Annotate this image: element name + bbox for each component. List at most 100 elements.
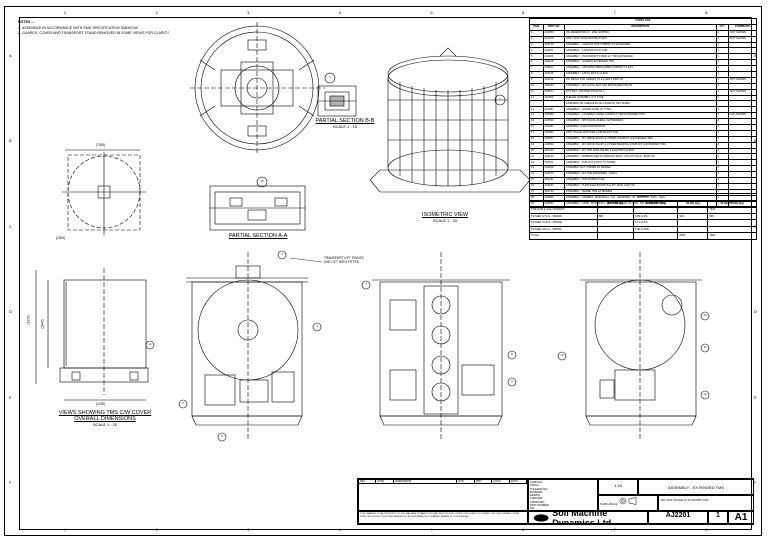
parts-cell: 1	[715, 171, 729, 179]
revision-column-header: DRN	[475, 480, 493, 483]
zone-row-D: D	[9, 309, 12, 315]
do-not-scale-note: DO NOT SCALE IF IN DOUBT ASK	[661, 498, 709, 502]
drawing-number: AJ2201	[665, 512, 691, 519]
overall-dimensions-view	[35, 268, 155, 401]
title-block-label: N/A	[530, 507, 535, 511]
drawing-title: ASSEMBLY - EXTENDED TMS	[667, 485, 724, 490]
section-aa-caption: PARTIAL SECTION A-A	[208, 233, 308, 239]
zone-column-4: 4	[338, 527, 341, 532]
drawing-title-cell: ASSEMBLY - EXTENDED TMS	[638, 479, 754, 495]
parts-cell: 1	[715, 53, 729, 61]
parts-cell: 1	[715, 159, 729, 167]
parts-cell: A02187	[542, 182, 565, 190]
parts-cell: A01978	[542, 35, 565, 43]
transport-lift-note: TRANSPORT LIFT POINTS USE LIFT WITH FITT…	[324, 256, 364, 264]
parts-cell	[727, 165, 758, 173]
parts-cell: 1	[715, 129, 729, 137]
overall-caption: VIEWS SHOWING TMS C/W COVER OVERALL DIME…	[40, 410, 170, 427]
parts-cell: A01853	[542, 29, 565, 37]
title-block-label: CHECKED	[530, 497, 543, 501]
weights-cell	[632, 232, 679, 240]
item-balloon: 14	[148, 343, 152, 347]
parts-cell: A07521	[542, 159, 565, 167]
side-elevation-view	[361, 252, 517, 440]
item-balloon: 11	[703, 346, 707, 350]
revision-column-header: AMENDMENT	[394, 480, 458, 483]
item-balloon: 9	[511, 380, 513, 384]
parts-cell: NOT SHOWN	[727, 29, 758, 37]
zone-column-5: 5	[430, 527, 433, 532]
parts-cell	[727, 153, 758, 161]
item-balloon: 5	[182, 402, 184, 406]
section-bb-title: PARTIAL SECTION B-B	[315, 118, 375, 124]
title-block-label: FINISH	[530, 484, 539, 488]
revision-column-header: CHKD	[492, 480, 510, 483]
zone-row-E: E	[9, 394, 12, 400]
do-not-scale-cell: DO NOT SCALE IF IN DOUBT ASK	[658, 495, 754, 511]
item-balloon: 4	[316, 325, 318, 329]
parts-cell: A06210	[542, 153, 565, 161]
scale-value: 1:15	[614, 483, 622, 488]
projection-cell: THIRD ANGLE	[598, 495, 658, 511]
zone-row-A: A	[9, 52, 12, 58]
section-aa-view	[209, 176, 306, 231]
parts-cell	[727, 141, 758, 149]
parts-cell: A06832	[542, 141, 565, 149]
weights-row: TETHER (20mm - 500000)0.88 (0.035)	[529, 225, 757, 233]
isometric-view	[369, 47, 531, 193]
zone-column-8: 8	[705, 527, 708, 532]
item-balloon: 10	[703, 314, 707, 318]
parts-cell: 1	[715, 153, 729, 161]
parts-cell	[727, 182, 758, 190]
item-balloon: 6	[221, 435, 223, 439]
overall-scale: SCALE 1 : 20	[92, 422, 118, 427]
zone-column-3: 3	[247, 10, 250, 15]
revision-column-header: DATE	[376, 480, 394, 483]
zone-row-E: E	[754, 394, 757, 400]
zone-column-3: 3	[247, 527, 250, 532]
dim-plan: (2000)	[56, 236, 66, 240]
parts-cell: 1	[715, 182, 729, 190]
overall-subtitle: OVERALL DIMENSIONS	[74, 416, 136, 422]
revision-cell: 1	[708, 511, 728, 524]
parts-cell: NOT SHOWN	[727, 35, 758, 43]
dim-top-width: (7000)	[96, 143, 106, 147]
zone-column-1: 1	[63, 527, 67, 532]
zone-column-5: 5	[430, 10, 433, 15]
parts-cell: 1	[715, 177, 729, 184]
parts-cell: 1	[715, 165, 729, 173]
top-plan-view	[190, 22, 325, 155]
revision-column-header: APPD	[510, 480, 527, 483]
legal-cell: THIS DRAWING IS THE PROPERTY OF SOIL MAC…	[358, 511, 528, 524]
legal-notice: THIS DRAWING IS THE PROPERTY OF SOIL MAC…	[360, 513, 520, 518]
zone-column-7: 7	[613, 10, 616, 15]
parts-cell	[727, 159, 758, 167]
front-elevation-view	[178, 250, 322, 442]
item-balloon: 13	[560, 354, 564, 358]
parts-cell: A01281	[542, 124, 565, 131]
title-block-label: APPROVED	[530, 500, 545, 504]
parts-cell	[727, 171, 758, 179]
plan-dimension-view	[62, 149, 146, 235]
item-balloon: 15	[260, 180, 264, 184]
sheet-size-cell: A1	[728, 511, 754, 524]
parts-cell	[727, 135, 758, 143]
parts-cell	[727, 47, 758, 55]
parts-cell: A01187	[542, 47, 565, 55]
projection-symbol-icon	[619, 497, 637, 505]
revision-column-header: REV	[359, 480, 377, 483]
